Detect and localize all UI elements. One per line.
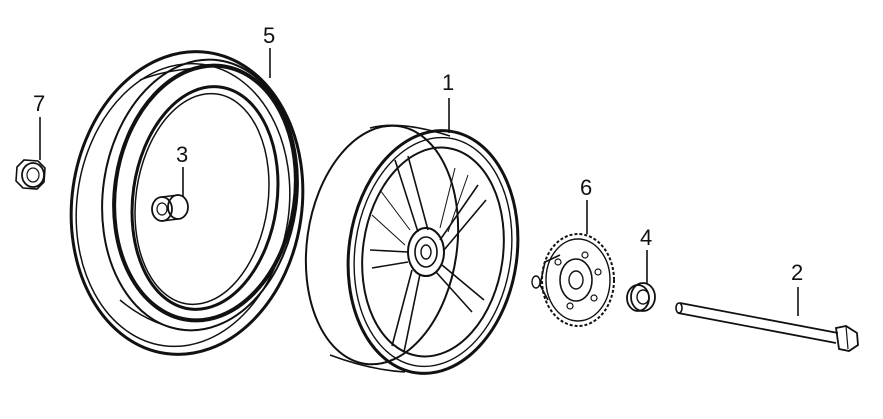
callout-6: 6: [580, 175, 592, 200]
sprocket: [531, 233, 615, 327]
callout-2: 2: [791, 260, 803, 285]
callout-4: 4: [640, 225, 652, 250]
bearing-spacer: [151, 194, 189, 222]
callout-1: 1: [442, 70, 454, 95]
callout-5: 5: [263, 23, 275, 48]
tire: [69, 50, 305, 356]
axle-bolt: [675, 302, 859, 352]
wheel-rim: [304, 124, 520, 375]
axle-nut: [15, 159, 46, 190]
callout-7: 7: [33, 91, 45, 116]
callout-3: 3: [176, 142, 188, 167]
collar-spacer: [626, 282, 656, 312]
